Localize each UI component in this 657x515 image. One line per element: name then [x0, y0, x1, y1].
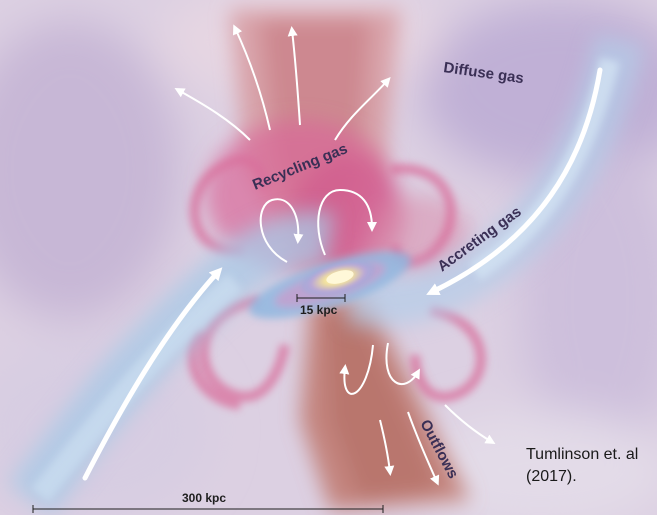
citation-year: (2017). [526, 466, 654, 488]
scale-label-small: 15 kpc [300, 303, 338, 317]
scale-label-large: 300 kpc [182, 491, 226, 505]
citation-authors: Tumlinson et. al [526, 444, 654, 466]
citation: Tumlinson et. al (2017). [526, 444, 654, 488]
